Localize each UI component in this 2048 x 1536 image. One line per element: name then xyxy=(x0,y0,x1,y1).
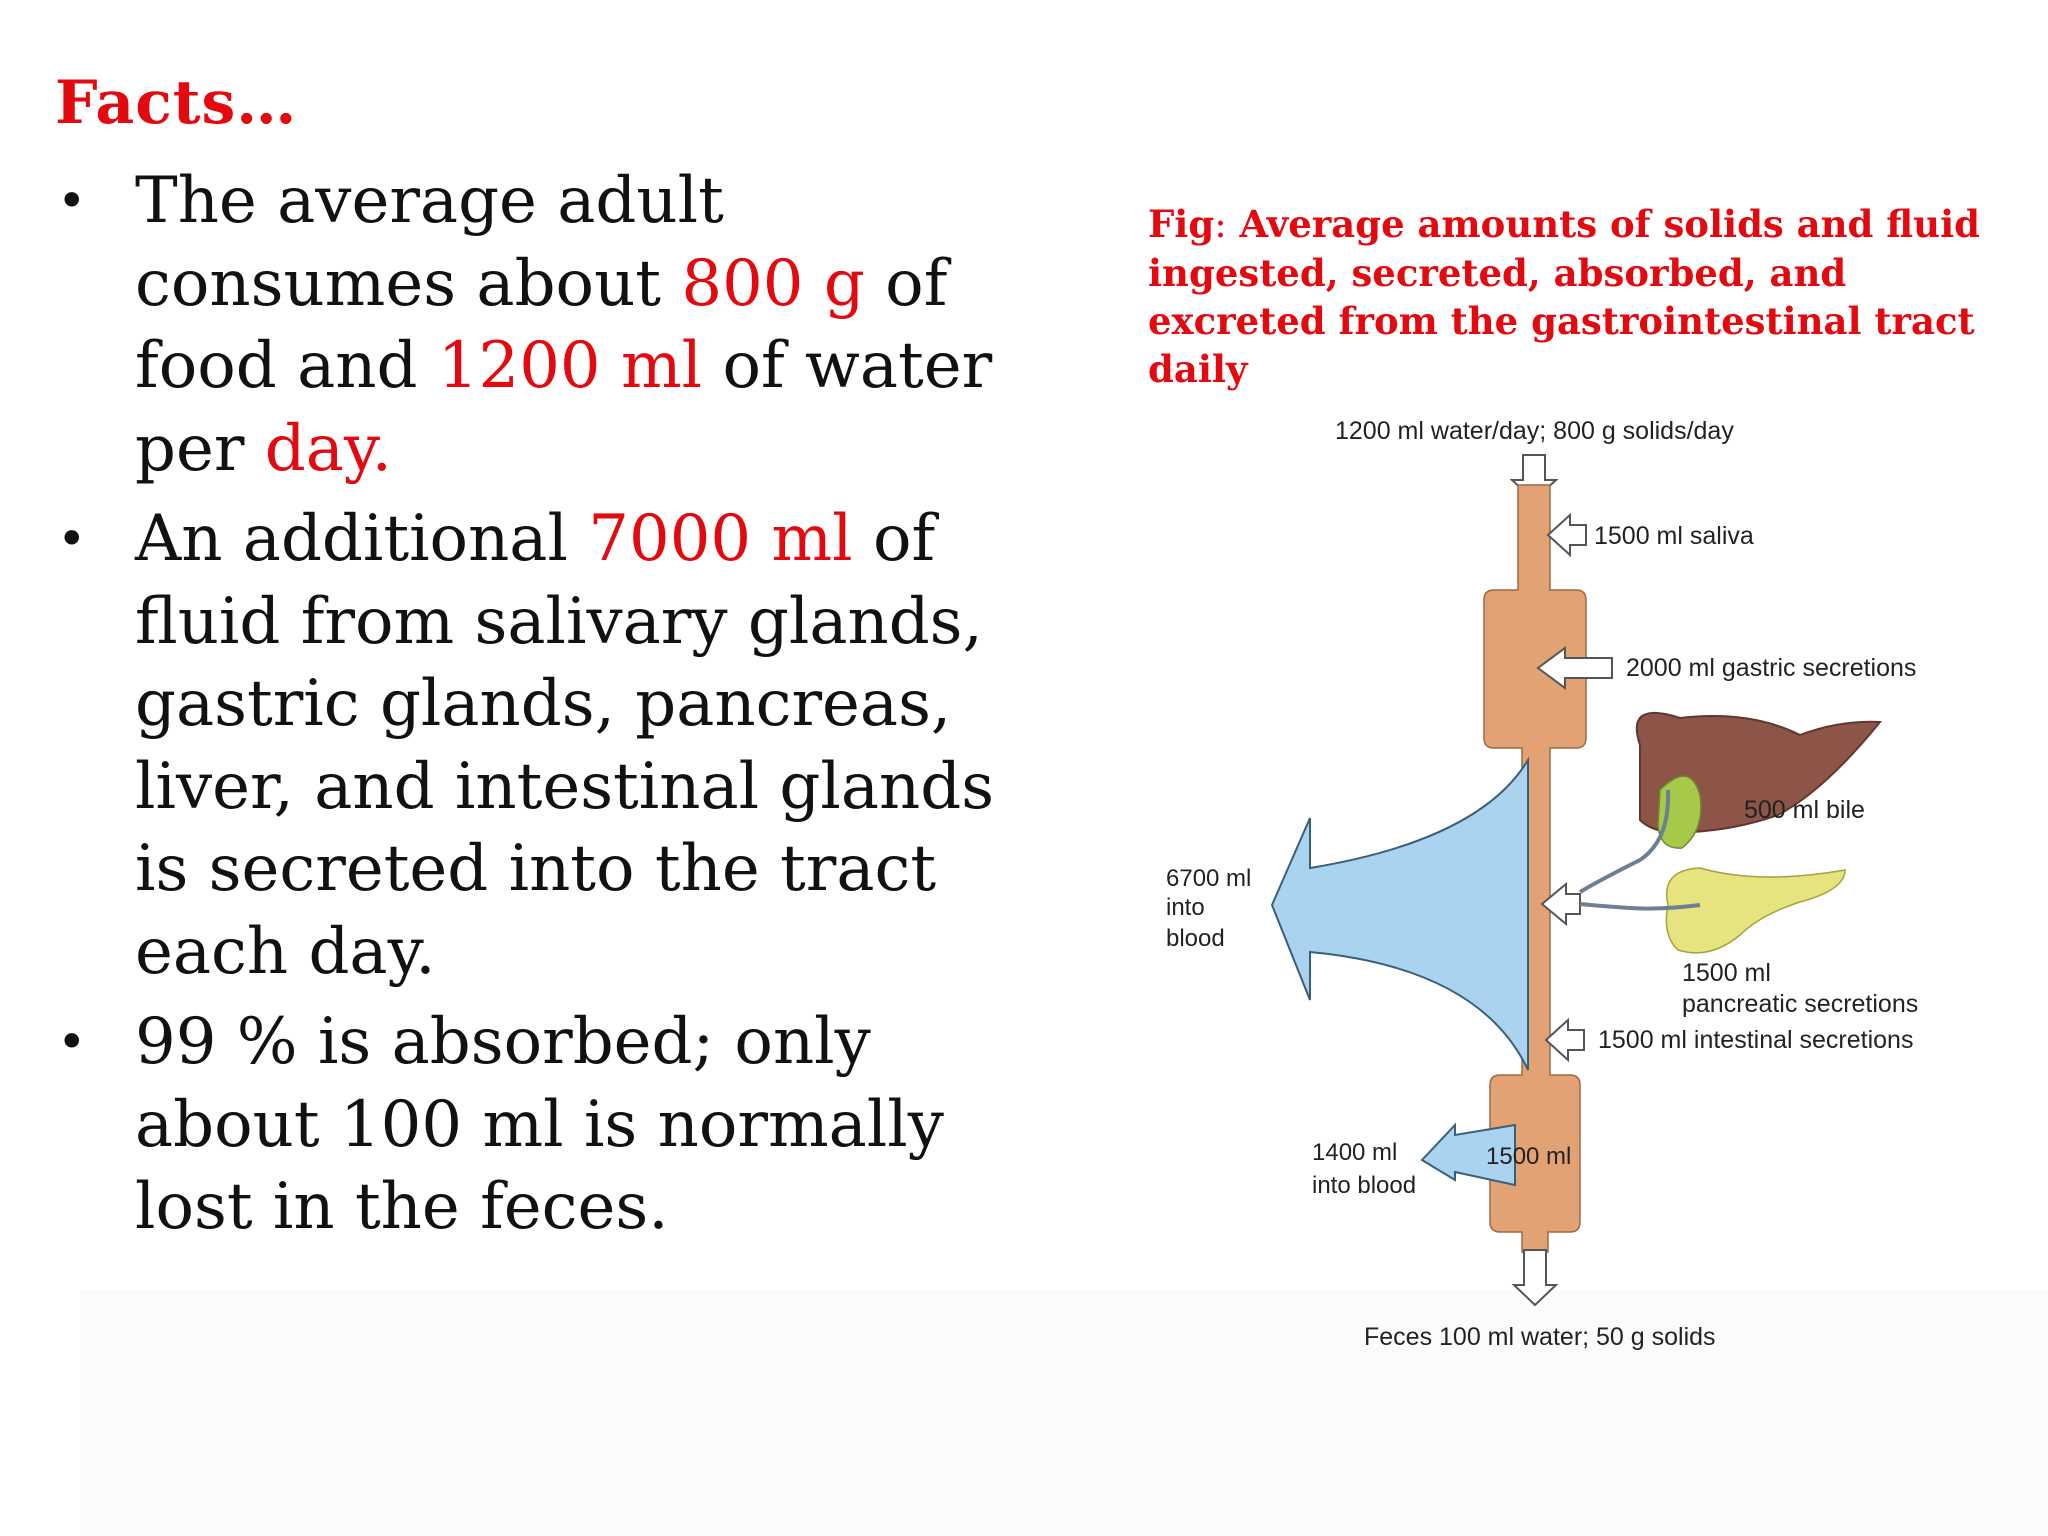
highlight-water-amount: 1200 ml xyxy=(437,329,703,403)
bullet-item: • 99 % is absorbed; only about 100 ml is… xyxy=(55,1001,1045,1249)
bile-duct xyxy=(1578,789,1671,894)
bullet-text: 99 % is absorbed; only about 100 ml is n… xyxy=(135,1001,1045,1249)
intestinal-label: 1500 ml intestinal secretions xyxy=(1598,1026,1913,1054)
feces-label: Feces 100 ml water; 50 g solids xyxy=(1364,1323,1716,1351)
pancreatic-label-name: pancreatic secretions xyxy=(1682,990,1918,1018)
saliva-label: 1500 ml saliva xyxy=(1594,522,1754,550)
bile-label: 500 ml bile xyxy=(1744,796,1865,824)
highlight-secreted-amount: 7000 ml xyxy=(588,502,853,576)
absorbed-large-label-amount: 1400 ml xyxy=(1312,1139,1397,1166)
feces-exit-arrow xyxy=(1511,1249,1559,1307)
slide-title: Facts… xyxy=(55,68,298,138)
absorption-into-blood-arrow xyxy=(1270,756,1529,1071)
pancreatic-label-amount: 1500 ml xyxy=(1682,959,1771,987)
bullet-fragment: of fluid from salivary glands, gastric g… xyxy=(135,502,995,989)
absorbed-small-label-amount: 6700 ml xyxy=(1166,865,1251,892)
bullet-marker: • xyxy=(57,1013,87,1071)
saliva-secretion-arrow xyxy=(1546,512,1587,558)
gallbladder-shape xyxy=(1657,775,1702,849)
bullet-fragment: An additional xyxy=(135,502,589,576)
gastric-label: 2000 ml gastric secretions xyxy=(1626,654,1916,682)
colon-absorption-arrow xyxy=(1420,1122,1516,1187)
bullet-fragment: of food and xyxy=(135,246,948,404)
bullet-marker: • xyxy=(57,172,87,230)
colon-inflow-label: 1500 ml xyxy=(1486,1143,1571,1170)
bullet-item: • An additional 7000 ml of fluid from sa… xyxy=(55,498,1045,993)
figure-caption-colon: : xyxy=(1214,203,1227,246)
intestinal-secretion-arrow xyxy=(1544,1017,1585,1063)
pancreas-shape xyxy=(1665,867,1846,954)
figure-caption: Fig: Average amounts of solids and fluid… xyxy=(1148,200,1998,393)
bullet-marker: • xyxy=(57,510,87,568)
figure-caption-label: Fig xyxy=(1148,202,1215,246)
bullet-list: • The average adult consumes about 800 g… xyxy=(55,160,1045,1257)
intake-label: 1200 ml water/day; 800 g solids/day xyxy=(1335,417,1734,445)
bullet-fragment: of water per xyxy=(135,329,993,486)
pancreatic-duct xyxy=(1579,902,1701,911)
gastric-secretion-arrow xyxy=(1536,646,1613,690)
bullet-item: • The average adult consumes about 800 g… xyxy=(55,160,1045,490)
highlight-food-amount: 800 g xyxy=(681,246,865,321)
figure-caption-text: Average amounts of solids and fluid inge… xyxy=(1148,202,1981,391)
absorbed-small-label-into: into xyxy=(1166,894,1205,921)
bullet-text: The average adult consumes about 800 g o… xyxy=(135,160,1045,490)
absorbed-large-label-blood: into blood xyxy=(1312,1172,1416,1199)
bullet-fragment: The average adult consumes about xyxy=(135,164,724,321)
bullet-fragment: 99 % is absorbed; only about 100 ml is n… xyxy=(135,1005,944,1244)
absorbed-small-label-blood: blood xyxy=(1166,925,1225,952)
bile-pancreatic-inflow-arrow xyxy=(1540,881,1581,927)
slide-background xyxy=(80,1290,2048,1536)
highlight-day: day. xyxy=(264,411,392,486)
bullet-text: An additional 7000 ml of fluid from sali… xyxy=(135,498,1045,993)
